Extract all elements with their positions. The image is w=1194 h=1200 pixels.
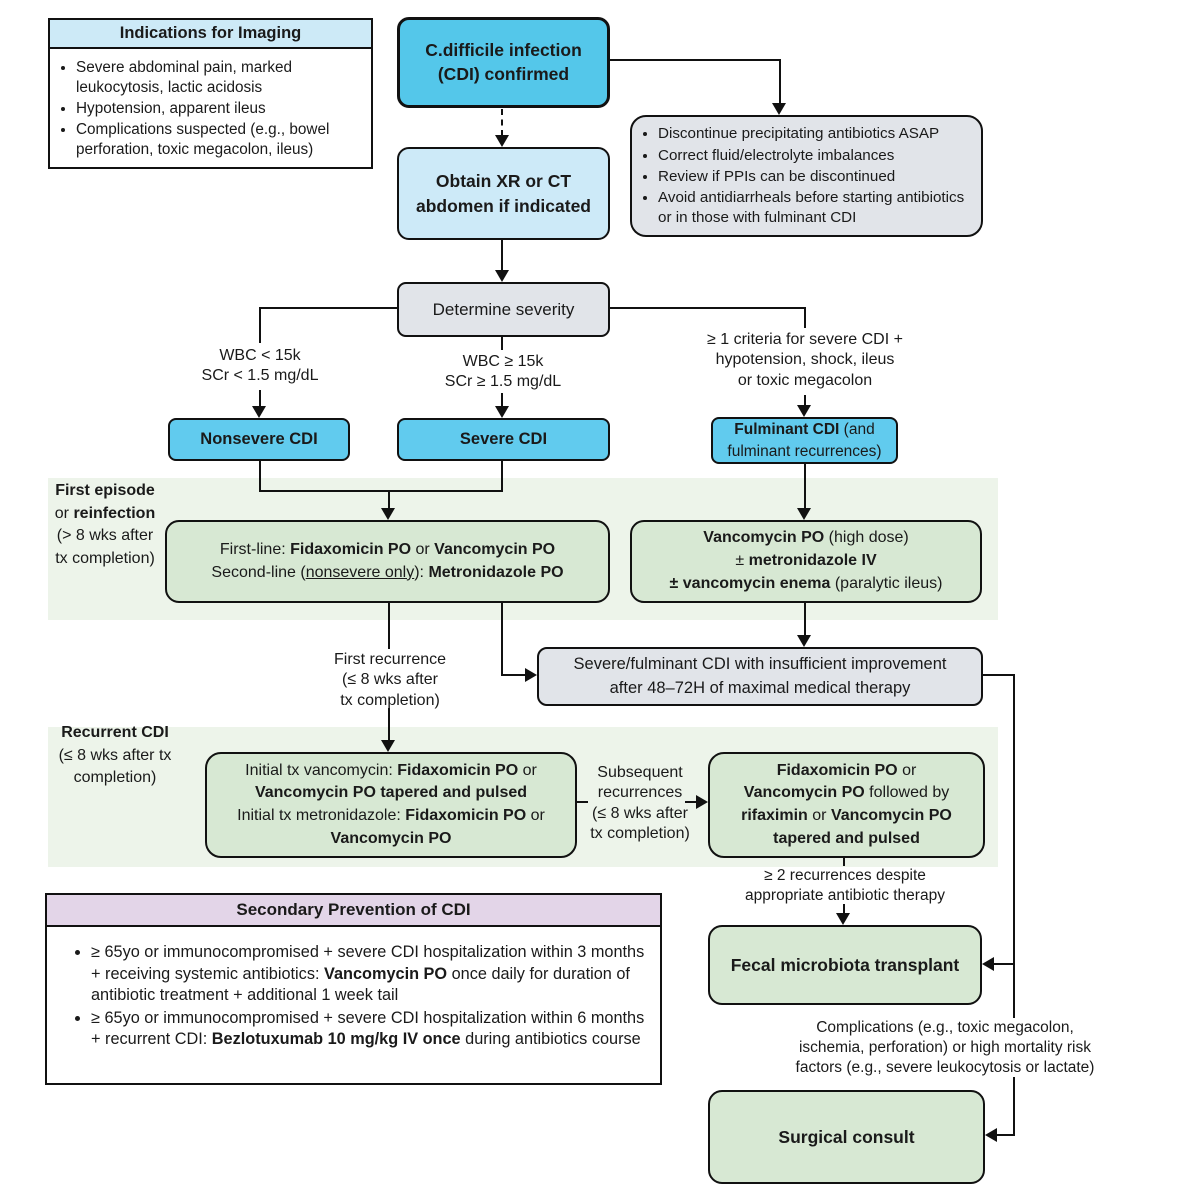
connector-fmt-v2 [843, 904, 845, 914]
connector-determine-right-v1 [804, 307, 806, 328]
connector-rail-fmt-h [994, 963, 1014, 965]
connector-merge-v [388, 490, 390, 509]
arrow-down-fulminant [797, 405, 811, 417]
secondary-prevention-header: Secondary Prevention of CDI [47, 895, 660, 927]
label-complications: Complications (e.g., toxic megacolon, is… [700, 1018, 1190, 1078]
connector-firstrec-v1 [388, 603, 390, 649]
indications-for-imaging-box: Indications for Imaging Severe abdominal… [48, 18, 373, 169]
arrow-down-severe [495, 406, 509, 418]
connector-determine-right-h [610, 307, 806, 309]
label-subsequent-recurrences: Subsequent recurrences (≤ 8 wks after tx… [590, 764, 690, 843]
connector-rail-surgical-h [997, 1134, 1014, 1136]
connector-severe-down [501, 461, 503, 492]
arrow-down-vanco-hd [797, 508, 811, 520]
connector-cdi-to-precautions-h [610, 59, 780, 61]
arrow-right-sevful [525, 668, 537, 682]
cdi-confirmed-node: C.difficile infection (CDI) confirmed [397, 17, 610, 108]
vancomycin-highdose-node: Vancomycin PO (high dose)± metronidazole… [630, 520, 982, 603]
connector-cdi-to-precautions-v [779, 59, 781, 103]
connector-nonsevere-down [259, 461, 261, 492]
connector-firstline-sevful-h [501, 674, 525, 676]
connector-determine-mid-v1 [501, 337, 503, 350]
connector-rail-v [1013, 674, 1015, 1136]
nonsevere-cdi-node: Nonsevere CDI [168, 418, 350, 461]
label-fulminant-criteria: ≥ 1 criteria for severe CDI + hypotensio… [707, 331, 903, 389]
connector-determine-mid-v2 [501, 393, 503, 407]
arrow-down-recurrent-tx [381, 740, 395, 752]
determine-severity-node: Determine severity [397, 282, 610, 337]
arrow-down-firstline [381, 508, 395, 520]
firstline-treatment-node: First-line: Fidaxomicin PO or Vancomycin… [165, 520, 610, 603]
arrow-down-nonsevere [252, 406, 266, 418]
indications-title: Indications for Imaging [119, 24, 302, 42]
connector-subsequent-h [685, 801, 696, 803]
connector-firstline-sevful-v [501, 603, 503, 676]
label-first-recurrence: First recurrence (≤ 8 wks after tx compl… [333, 651, 447, 709]
precautions-node: Discontinue precipitating antibiotics AS… [630, 115, 983, 237]
connector-rail-top-h [983, 674, 1015, 676]
arrow-down-determine [495, 270, 509, 282]
connector-cdi-to-xr-dashed [501, 109, 503, 136]
label-wbc-low: WBC < 15k SCr < 1.5 mg/dL [201, 347, 319, 385]
obtain-xr-node: Obtain XR or CT abdomen if indicated [397, 147, 610, 240]
indications-bullet-list: Severe abdominal pain, marked leukocytos… [50, 56, 371, 159]
secondary-prevention-title: Secondary Prevention of CDI [236, 900, 471, 919]
severe-cdi-node: Severe CDI [397, 418, 610, 461]
secondary-prevention-bullet-list: ≥ 65yo or immunocompromised + severe CDI… [47, 940, 660, 1051]
arrow-left-fmt [982, 957, 994, 971]
precautions-bullet-list: Discontinue precipitating antibiotics AS… [632, 122, 981, 229]
arrow-down-obtain-xr [495, 135, 509, 147]
surgical-consult-node: Surgical consult [708, 1090, 985, 1184]
connector-vanco-down [804, 603, 806, 636]
arrow-down-precautions [772, 103, 786, 115]
arrow-right-subsequent [696, 795, 708, 809]
connector-fmt-v1 [843, 858, 845, 866]
secondary-prevention-box: Secondary Prevention of CDI ≥ 65yo or im… [45, 893, 662, 1085]
label-two-recurrences: ≥ 2 recurrences despite appropriate anti… [745, 867, 945, 904]
recurrent-treatment-node: Initial tx vancomycin: Fidaxomicin PO or… [205, 752, 577, 858]
connector-determine-left-v1 [259, 307, 261, 343]
arrow-down-sevful [797, 635, 811, 647]
insufficient-improvement-node: Severe/fulminant CDI with insufficient i… [537, 647, 983, 706]
connector-xr-to-determine [501, 240, 503, 271]
fecal-microbiota-transplant-node: Fecal microbiota transplant [708, 925, 982, 1005]
arrow-down-fmt [836, 913, 850, 925]
connector-fulminant-down [804, 464, 806, 509]
connector-determine-left-v2 [259, 390, 261, 407]
connector-firstrec-v2 [388, 708, 390, 741]
arrow-left-surgical [985, 1128, 997, 1142]
connector-subsequent-stub [577, 801, 588, 803]
connector-determine-left-h [260, 307, 397, 309]
connector-merge-h [259, 490, 503, 492]
label-wbc-high: WBC ≥ 15k SCr ≥ 1.5 mg/dL [444, 353, 562, 391]
indications-header: Indications for Imaging [50, 20, 371, 49]
connector-determine-right-v2 [804, 395, 806, 406]
